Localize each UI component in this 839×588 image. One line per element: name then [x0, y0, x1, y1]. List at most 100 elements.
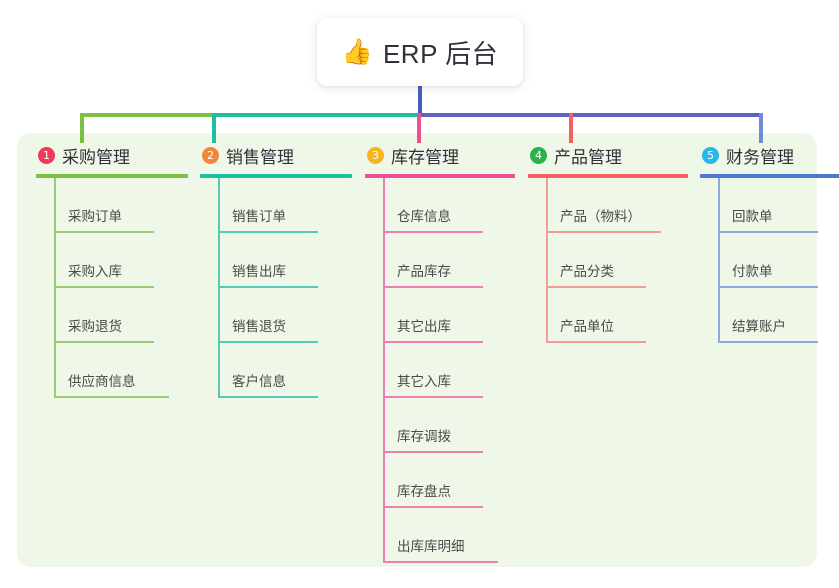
- branch-item[interactable]: 出库库明细: [383, 508, 515, 563]
- branch-item[interactable]: 仓库信息: [383, 178, 515, 233]
- branch-item-label: 产品（物料）: [560, 209, 641, 224]
- root-connector-stem: [418, 86, 422, 116]
- branch-item-label: 产品单位: [560, 319, 614, 334]
- branch-badge-3: 3: [367, 146, 384, 164]
- branch-item-label: 供应商信息: [68, 374, 136, 389]
- branch-badge-5: 5: [702, 146, 719, 164]
- branch-item-underline: [718, 286, 818, 288]
- branch-item-underline: [54, 396, 169, 398]
- branch-item[interactable]: 其它入库: [383, 343, 515, 398]
- branch-item-label: 采购入库: [68, 264, 122, 279]
- branch-title-4: 产品管理: [554, 147, 622, 167]
- branch-column-5: 5 财务管理 回款单付款单结算账户: [700, 142, 839, 343]
- branch-item-label: 销售订单: [232, 209, 286, 224]
- branch-item[interactable]: 回款单: [718, 178, 839, 233]
- branch-column-2: 2 销售管理 销售订单销售出库销售退货客户信息: [200, 142, 352, 398]
- branch-item-underline: [218, 231, 318, 233]
- branch-item-label: 库存盘点: [397, 484, 451, 499]
- branch-item[interactable]: 产品分类: [546, 233, 688, 288]
- branch-title-5: 财务管理: [726, 147, 794, 167]
- branch-item-label: 其它入库: [397, 374, 451, 389]
- branch-item-label: 产品库存: [397, 264, 451, 279]
- bus-segment-purple: [420, 113, 763, 117]
- bus-segment-teal: [212, 113, 420, 117]
- branch-drop-3: [417, 113, 421, 143]
- branch-item[interactable]: 结算账户: [718, 288, 839, 343]
- branch-item-label: 采购订单: [68, 209, 122, 224]
- branch-item[interactable]: 销售退货: [218, 288, 352, 343]
- branch-spine-1: [54, 178, 56, 398]
- branch-item[interactable]: 产品单位: [546, 288, 688, 343]
- branch-items-1: 采购订单采购入库采购退货供应商信息: [36, 178, 188, 398]
- branch-item-underline: [383, 561, 498, 563]
- branch-item[interactable]: 其它出库: [383, 288, 515, 343]
- branch-spine-2: [218, 178, 220, 398]
- branch-item-label: 结算账户: [732, 319, 786, 334]
- branch-item[interactable]: 客户信息: [218, 343, 352, 398]
- branch-item-label: 回款单: [732, 209, 773, 224]
- branch-drop-2: [212, 113, 216, 143]
- branch-item-underline: [383, 396, 483, 398]
- branch-item-underline: [383, 231, 483, 233]
- branch-item-label: 出库库明细: [397, 539, 465, 554]
- branch-item[interactable]: 产品库存: [383, 233, 515, 288]
- branch-title-3: 库存管理: [391, 147, 459, 167]
- branch-badge-4: 4: [530, 146, 547, 164]
- branch-item-label: 产品分类: [560, 264, 614, 279]
- branch-drop-4: [569, 113, 573, 143]
- branch-badge-1: 1: [38, 146, 55, 164]
- branch-item-label: 付款单: [732, 264, 773, 279]
- branch-item[interactable]: 供应商信息: [54, 343, 188, 398]
- branch-title-1: 采购管理: [62, 147, 130, 167]
- branch-item-underline: [54, 231, 154, 233]
- branch-item-underline: [383, 506, 483, 508]
- branch-item[interactable]: 销售订单: [218, 178, 352, 233]
- branch-item[interactable]: 产品（物料）: [546, 178, 688, 233]
- branch-underline-2: [200, 174, 352, 178]
- branch-item-underline: [718, 231, 818, 233]
- branch-header-4[interactable]: 4 产品管理: [528, 142, 688, 168]
- branch-item-underline: [54, 341, 154, 343]
- branch-item-underline: [546, 231, 661, 233]
- branch-item[interactable]: 付款单: [718, 233, 839, 288]
- root-node[interactable]: 👍 ERP 后台: [317, 18, 523, 86]
- branch-column-4: 4 产品管理 产品（物料） 产品分类产品单位: [528, 142, 688, 343]
- branch-item-underline: [383, 286, 483, 288]
- branch-item[interactable]: 库存调拨: [383, 398, 515, 453]
- branch-item-label: 采购退货: [68, 319, 122, 334]
- branch-header-5[interactable]: 5 财务管理: [700, 142, 839, 168]
- branch-item[interactable]: 库存盘点: [383, 453, 515, 508]
- branch-item-label: 仓库信息: [397, 209, 451, 224]
- branch-item-underline: [383, 341, 483, 343]
- branch-header-2[interactable]: 2 销售管理: [200, 142, 352, 168]
- branch-item-underline: [546, 341, 646, 343]
- branch-header-1[interactable]: 1 采购管理: [36, 142, 188, 168]
- branch-item-underline: [718, 341, 818, 343]
- branch-item[interactable]: 销售出库: [218, 233, 352, 288]
- branch-underline-1: [36, 174, 188, 178]
- branch-spine-4: [546, 178, 548, 343]
- branch-column-3: 3 库存管理 仓库信息产品库存其它出库其它入库库存调拨库存盘点出库库明细: [365, 142, 515, 563]
- branch-spine-3: [383, 178, 385, 563]
- branch-column-1: 1 采购管理 采购订单采购入库采购退货供应商信息: [36, 142, 188, 398]
- branch-item[interactable]: 采购退货: [54, 288, 188, 343]
- bus-segment-green: [80, 113, 212, 117]
- branch-drop-1: [80, 113, 84, 143]
- branch-item[interactable]: 采购订单: [54, 178, 188, 233]
- branch-item[interactable]: 采购入库: [54, 233, 188, 288]
- branch-underline-4: [528, 174, 688, 178]
- branch-underline-3: [365, 174, 515, 178]
- branch-title-2: 销售管理: [226, 147, 294, 167]
- branch-item-underline: [546, 286, 646, 288]
- branch-item-underline: [218, 396, 318, 398]
- branch-item-underline: [218, 341, 318, 343]
- branch-item-label: 库存调拨: [397, 429, 451, 444]
- branch-item-underline: [218, 286, 318, 288]
- branch-item-label: 销售退货: [232, 319, 286, 334]
- branch-item-underline: [54, 286, 154, 288]
- content-panel: [17, 133, 817, 567]
- branch-item-label: 其它出库: [397, 319, 451, 334]
- branch-header-3[interactable]: 3 库存管理: [365, 142, 515, 168]
- branch-item-underline: [383, 451, 483, 453]
